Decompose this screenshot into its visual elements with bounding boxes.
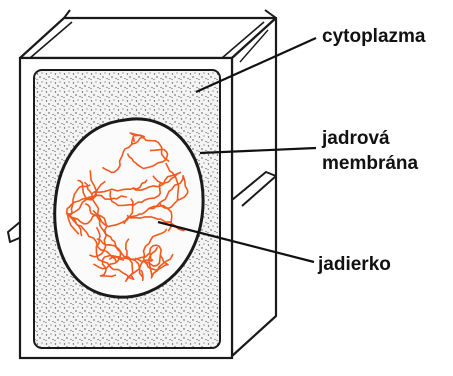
label-membrane-line2: membrána (322, 153, 418, 175)
label-cytoplasm: cytoplazma (322, 26, 425, 48)
label-membrane-line1: jadrová (322, 128, 390, 150)
label-nucleolus: jadierko (318, 254, 391, 276)
